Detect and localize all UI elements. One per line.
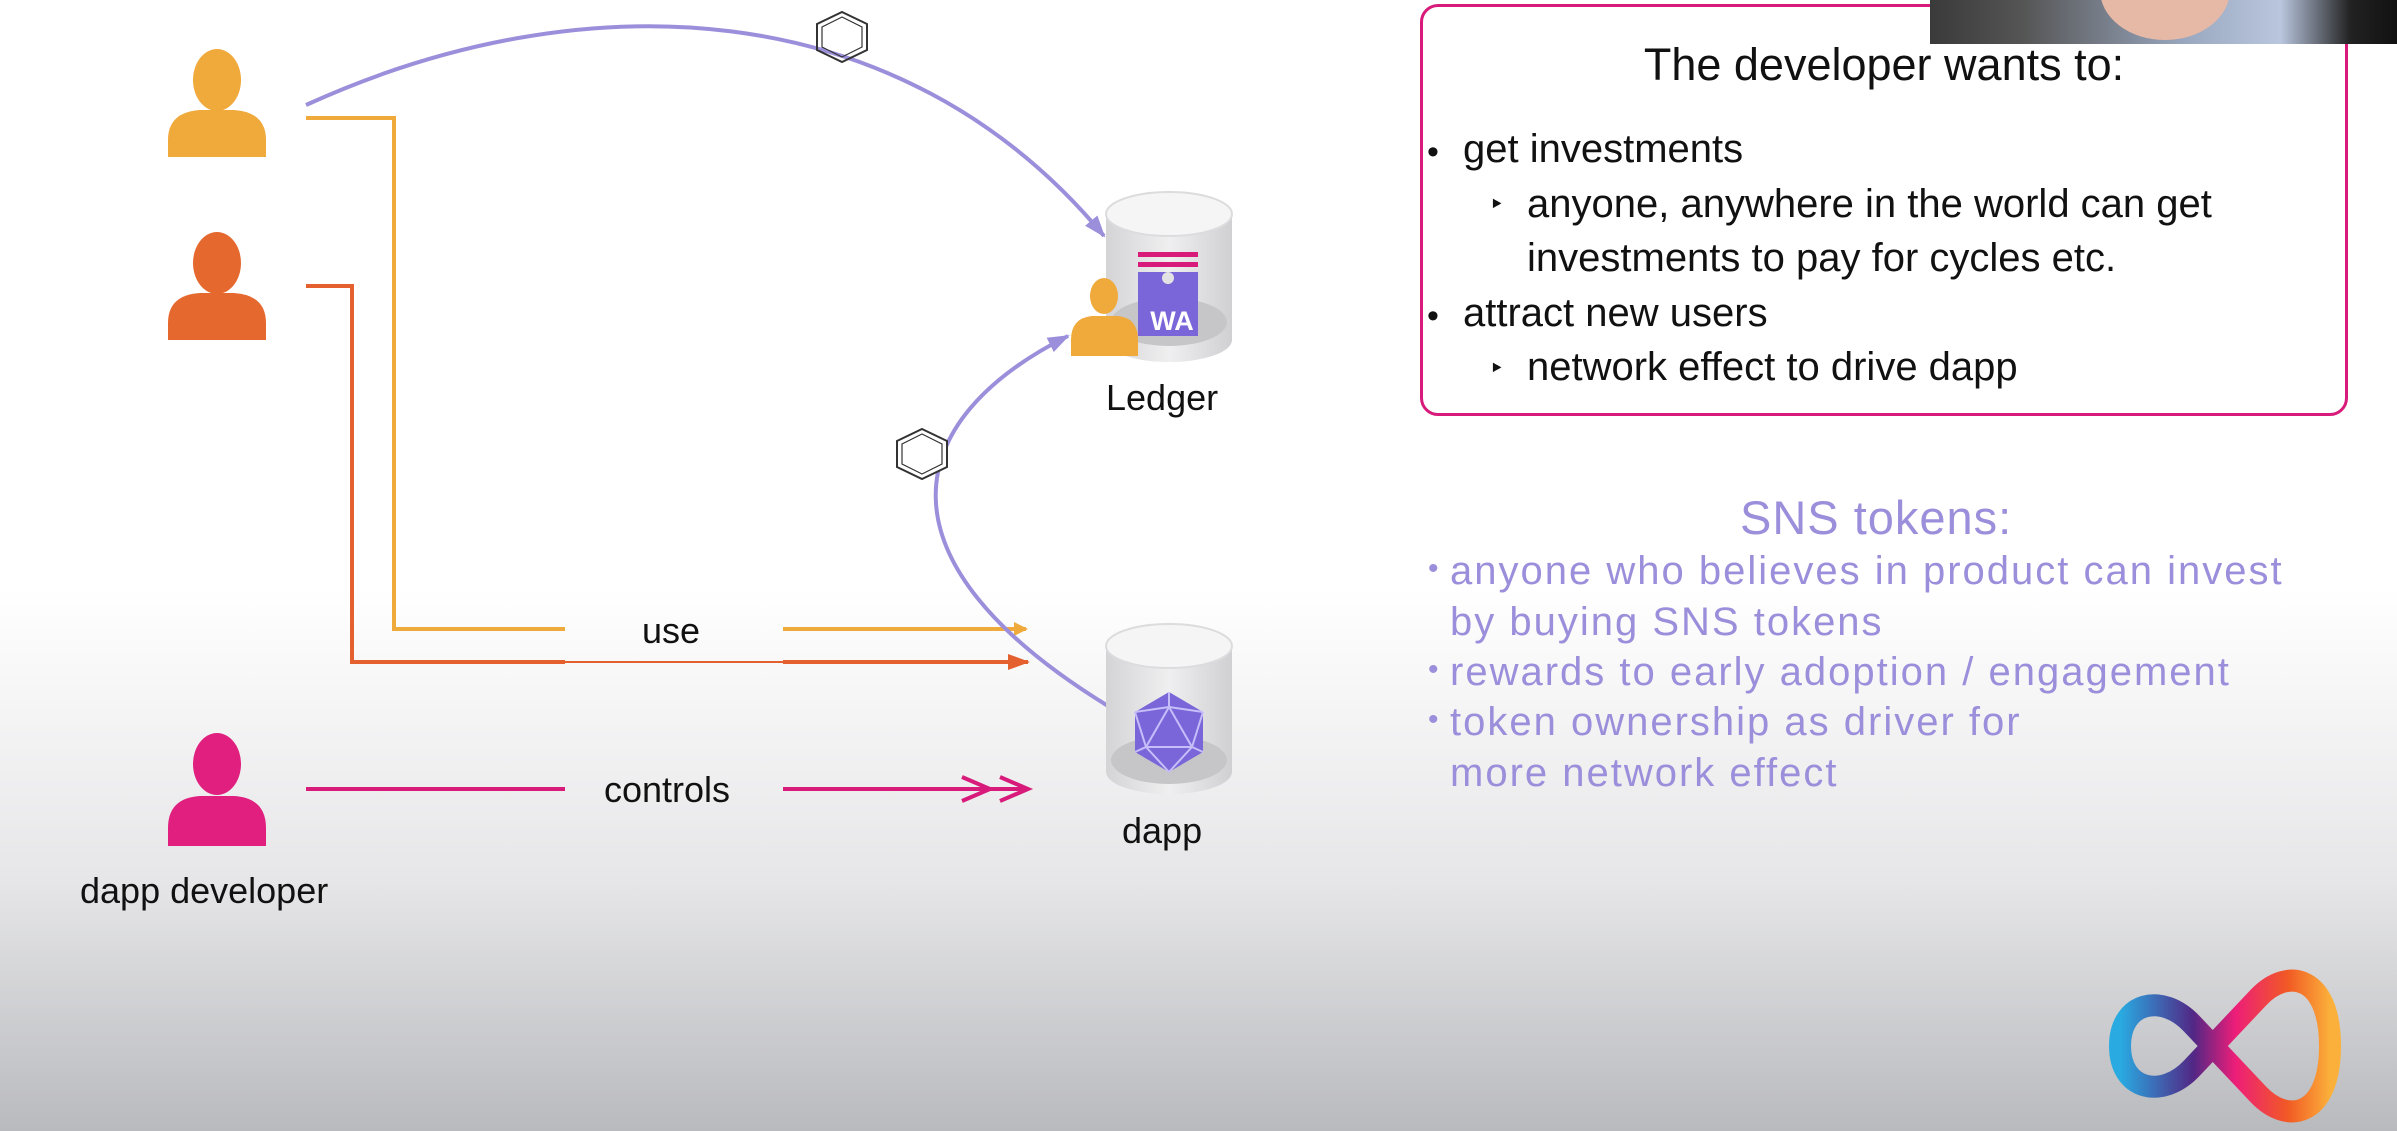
sns-item: anyone who believes in product can inves… (1450, 549, 2284, 593)
developer-label: dapp developer (80, 870, 329, 911)
goal-subitem: investments to pay for cycles etc. (1527, 236, 2117, 280)
goal-subitem: network effect to drive dapp (1527, 345, 2018, 389)
goal-item: attract new users (1463, 291, 1768, 335)
ledger-canister-icon: WA (1105, 191, 1233, 362)
developer-user-icon (168, 733, 266, 846)
goal-item: get investments (1463, 127, 1744, 171)
dapp-canister-icon (1105, 623, 1233, 794)
ledger-badge: WA (1150, 306, 1194, 336)
webcam-overlay (1930, 0, 2397, 44)
sns-item: rewards to early adoption / engagement (1450, 650, 2231, 694)
dapp-label: dapp (1122, 810, 1203, 851)
sns-item: more network effect (1450, 751, 1839, 795)
user-icon-yellow (168, 49, 266, 157)
token-flow-arc-dapp (933, 334, 1110, 708)
bullet-icon: • (1428, 552, 1439, 585)
triangle-bullet-icon: ‣ (1489, 353, 1505, 383)
sns-item: by buying SNS tokens (1450, 600, 1884, 644)
goal-subitem: anyone, anywhere in the world can get (1527, 182, 2212, 226)
hexagon-token-icon (896, 427, 948, 481)
user-icon-orange (168, 232, 266, 340)
use-edge-orange (306, 284, 565, 664)
token-flow-arc-top (305, 24, 1106, 238)
ledger-label: Ledger (1106, 377, 1219, 418)
developer-goals-title: The developer wants to: (1643, 39, 2125, 90)
ledger-user-icon (1071, 278, 1138, 356)
developer-goals-box: The developer wants to: • get investment… (1420, 4, 2348, 416)
controls-arrowhead-2 (999, 775, 1034, 803)
use-edge-yellow (306, 116, 565, 631)
sns-item: token ownership as driver for (1450, 700, 2022, 744)
icosahedron-icon (1134, 692, 1204, 773)
triangle-bullet-icon: ‣ (1489, 189, 1505, 219)
hexagon-token-icon (816, 10, 868, 64)
controls-arrowhead-1 (961, 775, 996, 803)
bullet-icon: • (1427, 297, 1439, 335)
controls-edge-label: controls (604, 769, 731, 810)
sns-title: SNS tokens: (1740, 491, 2013, 544)
bullet-icon: • (1427, 133, 1439, 171)
bullet-icon: • (1428, 703, 1439, 736)
infinity-logo-icon (2108, 969, 2342, 1123)
use-edge-label: use (642, 610, 701, 651)
bullet-icon: • (1428, 653, 1439, 686)
